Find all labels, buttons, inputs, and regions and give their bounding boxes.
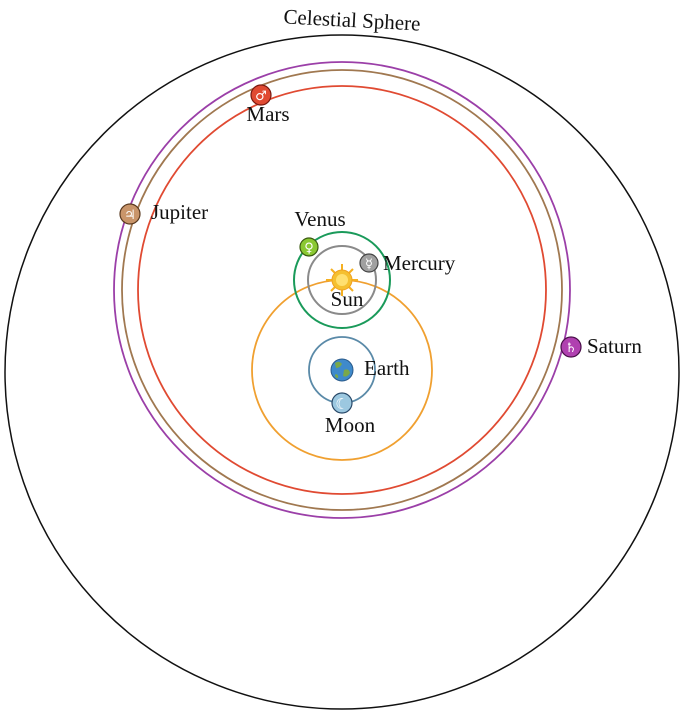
venus-orbit (293, 231, 391, 329)
celestial-sphere (4, 34, 680, 710)
mars-label: Mars (246, 102, 289, 126)
jupiter-icon: ♃ (119, 203, 141, 225)
venus-label: Venus (294, 207, 345, 231)
mars-symbol: ♂ (255, 89, 267, 104)
mercury-icon: ☿ (359, 253, 379, 273)
mercury-orbit (307, 245, 377, 315)
saturn-label: Saturn (587, 334, 642, 358)
saturn-orbit (113, 61, 571, 519)
sun-icon (326, 264, 358, 296)
earth-label: Earth (364, 356, 410, 380)
mercury-label: Mercury (383, 251, 456, 275)
saturn-icon: ♄ (560, 336, 582, 358)
jupiter-label: Jupiter (151, 200, 208, 224)
sun-label: Sun (331, 287, 364, 311)
moon-symbol: ☾ (335, 395, 348, 413)
jupiter-symbol: ♃ (124, 208, 136, 223)
jupiter-orbit (121, 69, 563, 511)
mars-icon: ♂ (250, 84, 272, 106)
mercury-symbol: ☿ (365, 257, 373, 272)
earth-icon (330, 358, 354, 382)
venus-icon: ♀ (299, 237, 319, 257)
venus-symbol: ♀ (304, 241, 314, 256)
mars-orbit (137, 85, 547, 495)
moon-icon: ☾ (331, 392, 353, 414)
moon-label: Moon (325, 413, 376, 437)
saturn-symbol: ♄ (565, 341, 577, 356)
celestial-sphere-label: Celestial Sphere (283, 4, 421, 35)
